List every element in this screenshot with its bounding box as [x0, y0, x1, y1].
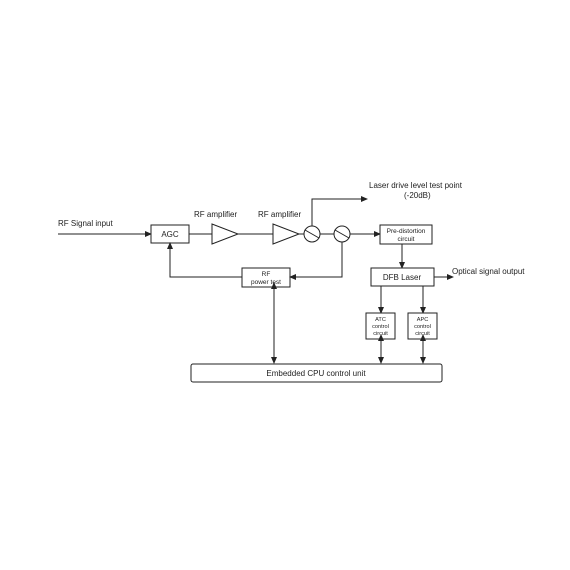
rf-amplifier-2-triangle — [272, 223, 301, 245]
optical-output-label: Optical signal output — [452, 267, 525, 276]
cpu-unit-block — [190, 363, 443, 383]
coupler-2-mark — [334, 229, 350, 239]
predistortion-block — [379, 224, 433, 245]
coupler2-to-power-test-arrow — [289, 242, 343, 280]
predistortion-label: Pre-distortion — [387, 228, 426, 235]
apc-label-2: control — [414, 324, 431, 330]
atc-label: ATC — [375, 317, 386, 323]
atc-block — [365, 312, 396, 340]
predistortion-label-2: circuit — [398, 236, 415, 243]
cpu-unit-label: Embedded CPU control unit — [266, 369, 366, 378]
dfb-laser-label: DFB Laser — [383, 273, 422, 282]
rf-power-test-label: RF — [262, 271, 271, 278]
atc-label-3: circuit — [373, 331, 388, 337]
rf-signal-input-label: RF Signal input — [58, 219, 113, 228]
test-point-arrow — [311, 196, 368, 226]
rf-amplifier-2-label: RF amplifier — [258, 210, 301, 219]
coupler-1-mark — [304, 229, 320, 239]
agc-label: AGC — [161, 230, 179, 239]
apc-label: APC — [417, 317, 429, 323]
laser-test-point-label: Laser drive level test point — [369, 181, 463, 190]
atc-label-2: control — [372, 324, 389, 330]
rf-amplifier-1-triangle — [211, 223, 240, 245]
laser-test-point-value: (-20dB) — [404, 191, 431, 200]
rf-power-test-label-2: power test — [251, 279, 281, 286]
rf-amplifier-1-label: RF amplifier — [194, 210, 237, 219]
apc-label-3: circuit — [415, 331, 430, 337]
power-test-to-agc-arrow — [167, 242, 242, 278]
